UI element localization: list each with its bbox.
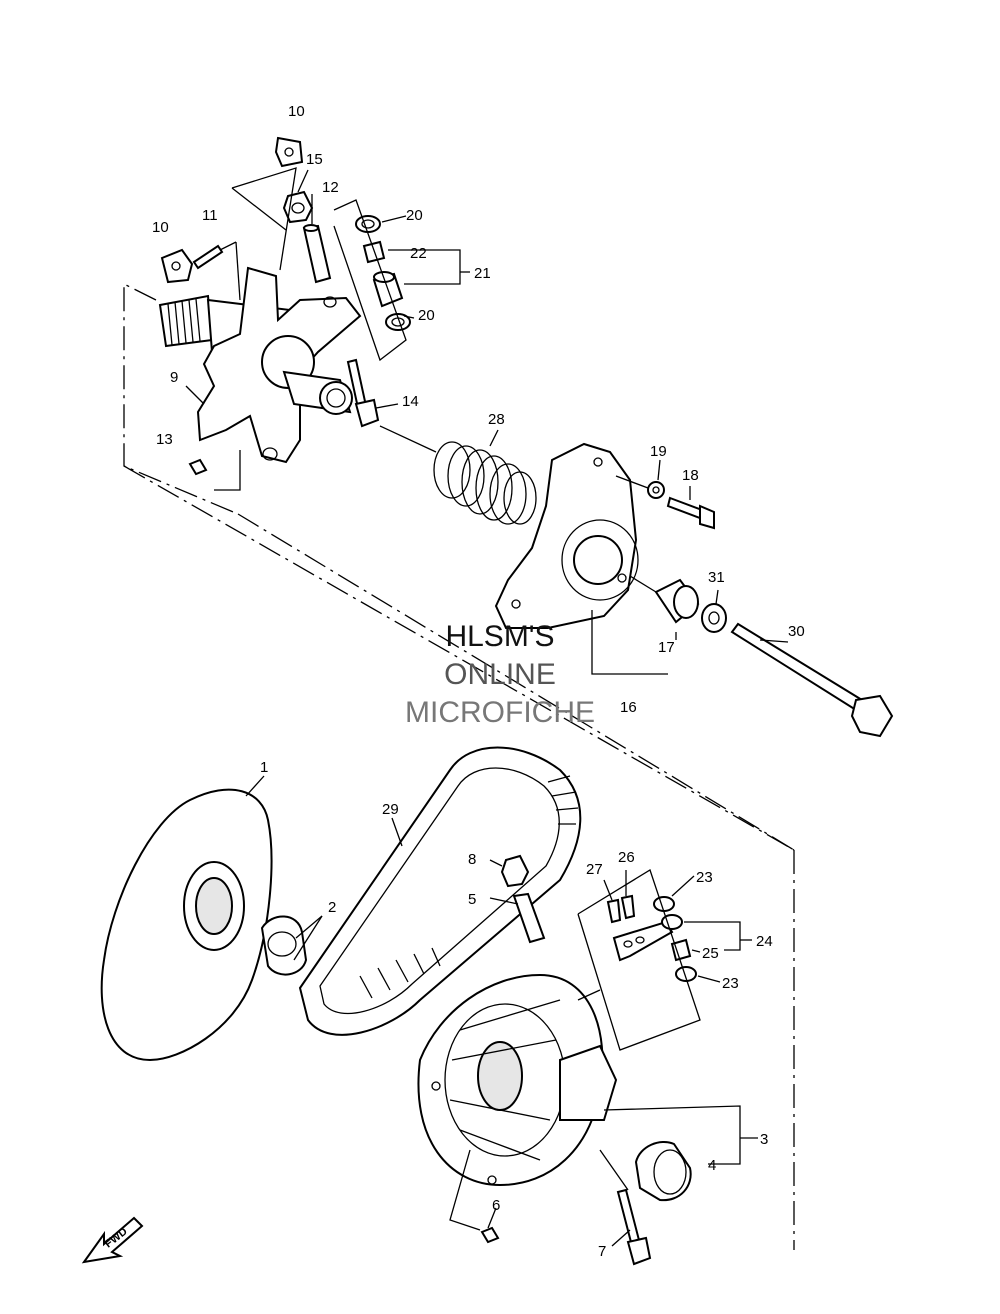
callout-25: 25	[702, 945, 719, 962]
callout-leaders	[185, 169, 789, 1247]
callout-21: 21	[474, 265, 491, 282]
callout-20-top: 20	[406, 207, 423, 224]
outer-sheave	[100, 788, 273, 1062]
callout-17: 17	[658, 639, 675, 656]
callout-3: 3	[760, 1131, 768, 1148]
upper-assembly-boundary	[123, 282, 795, 1250]
callout-6: 6	[492, 1197, 500, 1214]
callout-18: 18	[682, 467, 699, 484]
callout-12: 12	[322, 179, 339, 196]
arm-assembly	[577, 869, 752, 1051]
shaft-spider-assembly	[158, 266, 362, 464]
drive-belt	[298, 746, 582, 1036]
callout-14: 14	[402, 393, 419, 410]
callout-24: 24	[756, 933, 773, 950]
callout-4: 4	[708, 1157, 716, 1174]
callout-labels: 1 2 3 4 5 6 7 8 9 10 10 11 12 13 14 15 1…	[152, 103, 805, 1260]
callout-27: 27	[586, 861, 603, 878]
cover-plate	[494, 442, 639, 629]
callout-16: 16	[620, 699, 637, 716]
fwd-arrow-icon: FWD	[81, 1216, 144, 1264]
callout-10-top: 10	[288, 103, 305, 120]
callout-15: 15	[306, 151, 323, 168]
callout-11: 11	[202, 207, 218, 224]
lower-hardware	[449, 854, 741, 1266]
upper-small-parts	[160, 136, 411, 491]
callout-28: 28	[488, 411, 505, 428]
callout-22: 22	[410, 245, 427, 262]
callout-2: 2	[328, 899, 336, 916]
callout-10-left: 10	[152, 219, 169, 236]
collar	[260, 915, 323, 976]
callout-19: 19	[650, 443, 667, 460]
callout-23-top: 23	[696, 869, 713, 886]
callout-5: 5	[468, 891, 476, 908]
watermark-line3: MICROFICHE	[405, 696, 595, 729]
callout-31: 31	[708, 569, 725, 586]
callout-29: 29	[382, 801, 399, 818]
callout-30: 30	[788, 623, 805, 640]
callout-13: 13	[156, 431, 173, 448]
callout-8: 8	[468, 851, 476, 868]
callout-1: 1	[260, 759, 268, 776]
movable-sheave	[417, 973, 618, 1187]
callout-23-bottom: 23	[722, 975, 739, 992]
watermark-line1: HLSM'S	[445, 620, 555, 653]
callout-26: 26	[618, 849, 635, 866]
watermark-line2: ONLINE	[444, 658, 556, 691]
callout-7: 7	[598, 1243, 606, 1260]
callout-9: 9	[170, 369, 178, 386]
callout-20-bottom: 20	[418, 307, 435, 324]
cover-hardware	[591, 475, 894, 738]
spring	[379, 425, 537, 525]
